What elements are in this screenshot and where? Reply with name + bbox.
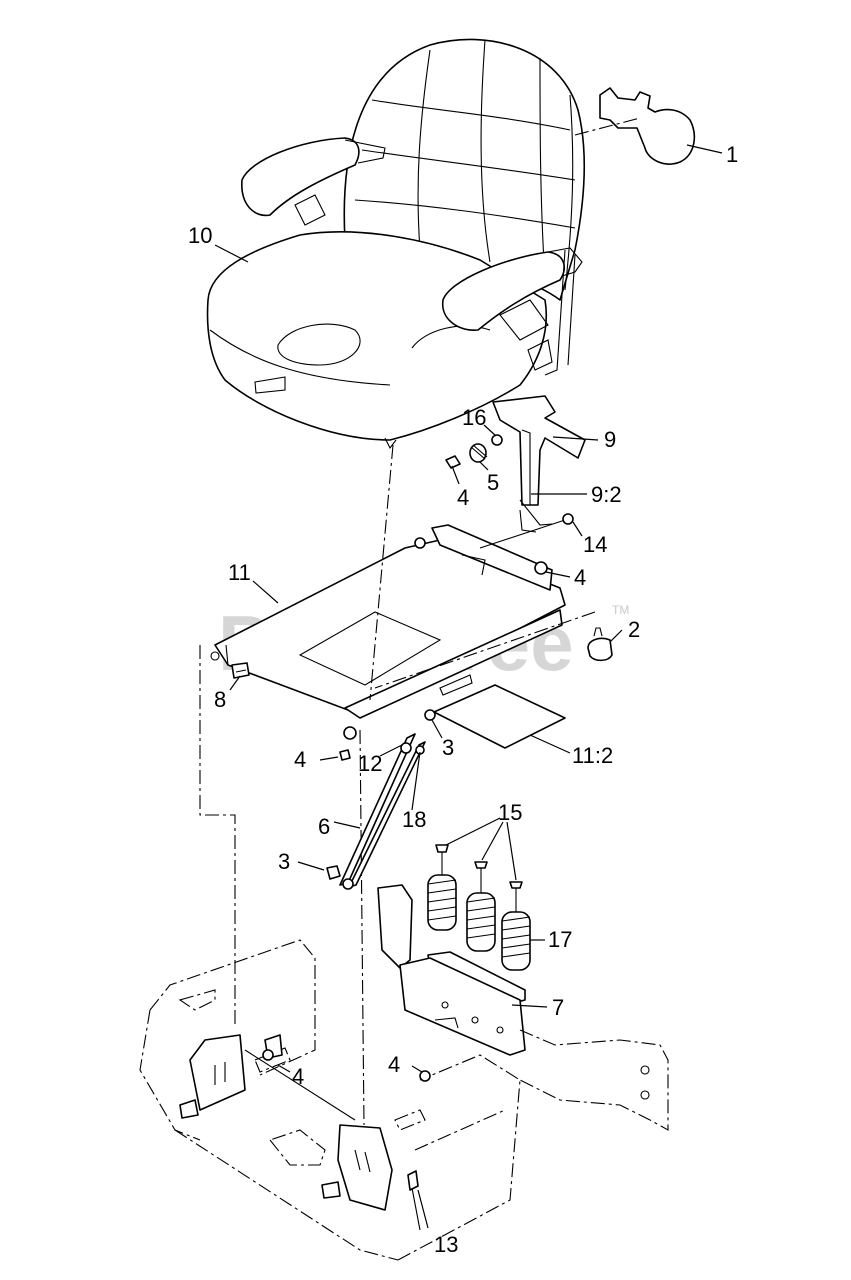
callout-4-frame-left[interactable]: 4 (292, 1064, 304, 1089)
callout-8[interactable]: 8 (214, 687, 226, 712)
callout-4-top[interactable]: 4 (457, 485, 469, 510)
chassis-frame (139, 939, 521, 1261)
callout-18[interactable]: 18 (402, 807, 426, 832)
spring-mount-bracket[interactable] (377, 884, 526, 1056)
callout-11-2[interactable]: 11:2 (572, 743, 613, 768)
watermark-trademark: TM (612, 603, 629, 617)
decal-plate[interactable] (433, 684, 566, 749)
seat-assembly[interactable] (206, 38, 585, 450)
seat-switch-bracket[interactable] (492, 395, 586, 533)
callout-9[interactable]: 9 (604, 427, 616, 452)
callout-9-2[interactable]: 9:2 (591, 482, 622, 507)
callout-11[interactable]: 11 (228, 560, 251, 585)
callout-3-plate[interactable]: 3 (442, 735, 454, 760)
callout-4-frame-center[interactable]: 4 (388, 1052, 400, 1077)
switch-hardware[interactable] (445, 434, 503, 469)
callout-7[interactable]: 7 (552, 995, 564, 1020)
bumper-part[interactable] (587, 627, 613, 662)
suspension-springs[interactable] (427, 844, 531, 971)
callout-15[interactable]: 15 (498, 800, 522, 825)
callout-10[interactable]: 10 (188, 223, 212, 248)
seat-tag-part[interactable] (574, 87, 696, 165)
seat-mounting-plate[interactable] (210, 513, 574, 740)
callout-4-plate[interactable]: 4 (574, 565, 586, 590)
callout-17[interactable]: 17 (548, 927, 572, 952)
callout-6[interactable]: 6 (318, 814, 330, 839)
callout-3-link[interactable]: 3 (278, 849, 290, 874)
callout-2[interactable]: 2 (628, 617, 640, 642)
callout-5[interactable]: 5 (487, 470, 499, 495)
callout-13[interactable]: 13 (434, 1232, 458, 1257)
leader-lines (214, 144, 723, 1229)
callout-4-link[interactable]: 4 (294, 747, 306, 772)
callout-16[interactable]: 16 (462, 405, 486, 430)
seat-linkage-rod[interactable] (326, 733, 426, 890)
callout-12[interactable]: 12 (358, 751, 382, 776)
callout-1[interactable]: 1 (726, 142, 738, 167)
callout-14[interactable]: 14 (583, 532, 607, 557)
